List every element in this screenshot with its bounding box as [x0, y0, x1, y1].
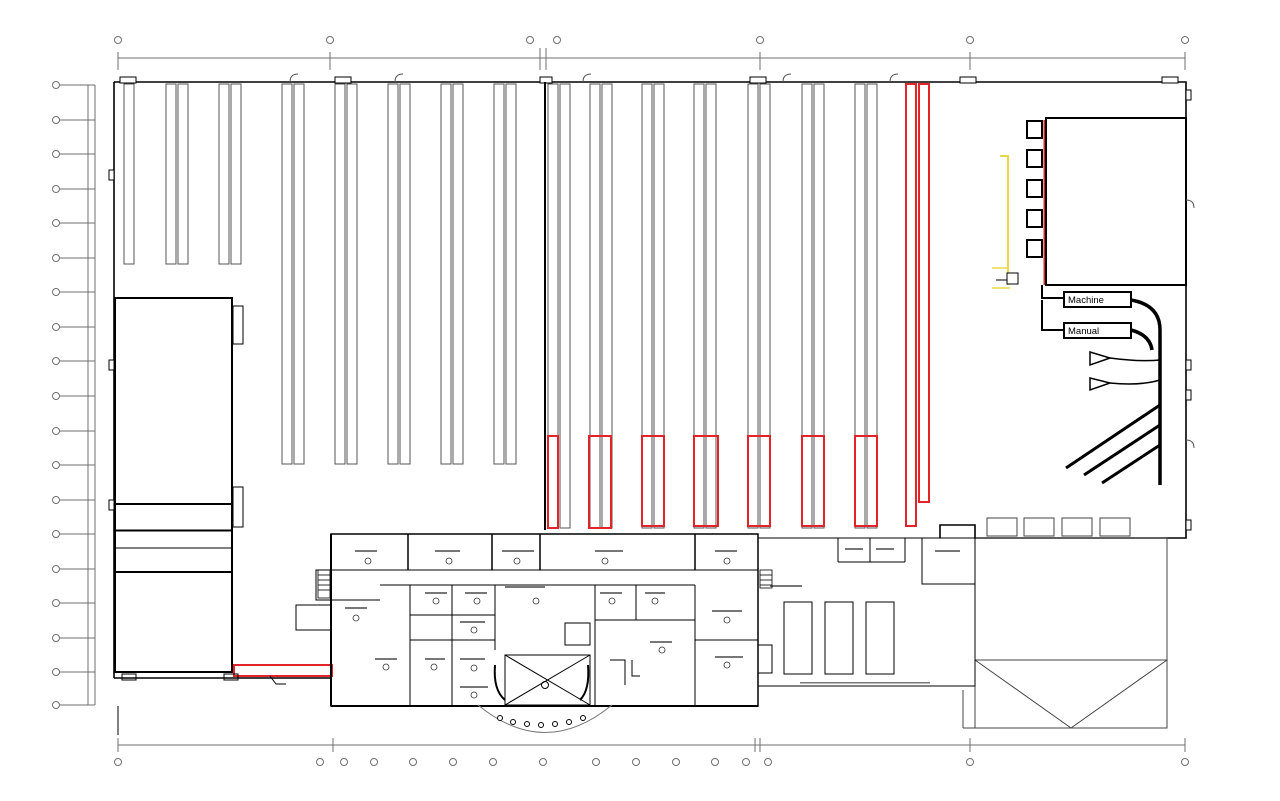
manual-label-box: Manual — [1063, 322, 1132, 339]
column-markers — [108, 76, 1192, 531]
rack-rows — [123, 83, 878, 529]
bottom-left-details — [117, 673, 286, 735]
machine-label-box: Machine — [1063, 291, 1132, 308]
grid-axis-bottom — [114, 738, 1189, 766]
lobby — [477, 654, 613, 733]
room-label-marks — [345, 550, 743, 688]
utility-wing — [757, 537, 976, 687]
building-outline — [113, 81, 1187, 679]
stairs — [317, 569, 773, 599]
highlighted-zones — [233, 83, 1047, 677]
manual-label: Manual — [1068, 326, 1099, 337]
door-arcs — [289, 73, 1195, 449]
room-markers — [352, 557, 731, 699]
utility-label-marks — [770, 548, 960, 684]
loading-docks — [986, 517, 1131, 537]
conveyor-lines — [1065, 350, 1161, 485]
office-wing — [295, 533, 759, 707]
machine-label: Machine — [1068, 295, 1104, 306]
grid-axis-top — [114, 36, 1189, 70]
yellow-marker — [992, 155, 1019, 289]
lower-right-bay — [962, 537, 1168, 729]
left-storage-block — [114, 297, 244, 673]
machine-block — [1026, 117, 1187, 485]
grid-axis-left — [52, 81, 96, 709]
lobby-columns — [497, 715, 586, 728]
